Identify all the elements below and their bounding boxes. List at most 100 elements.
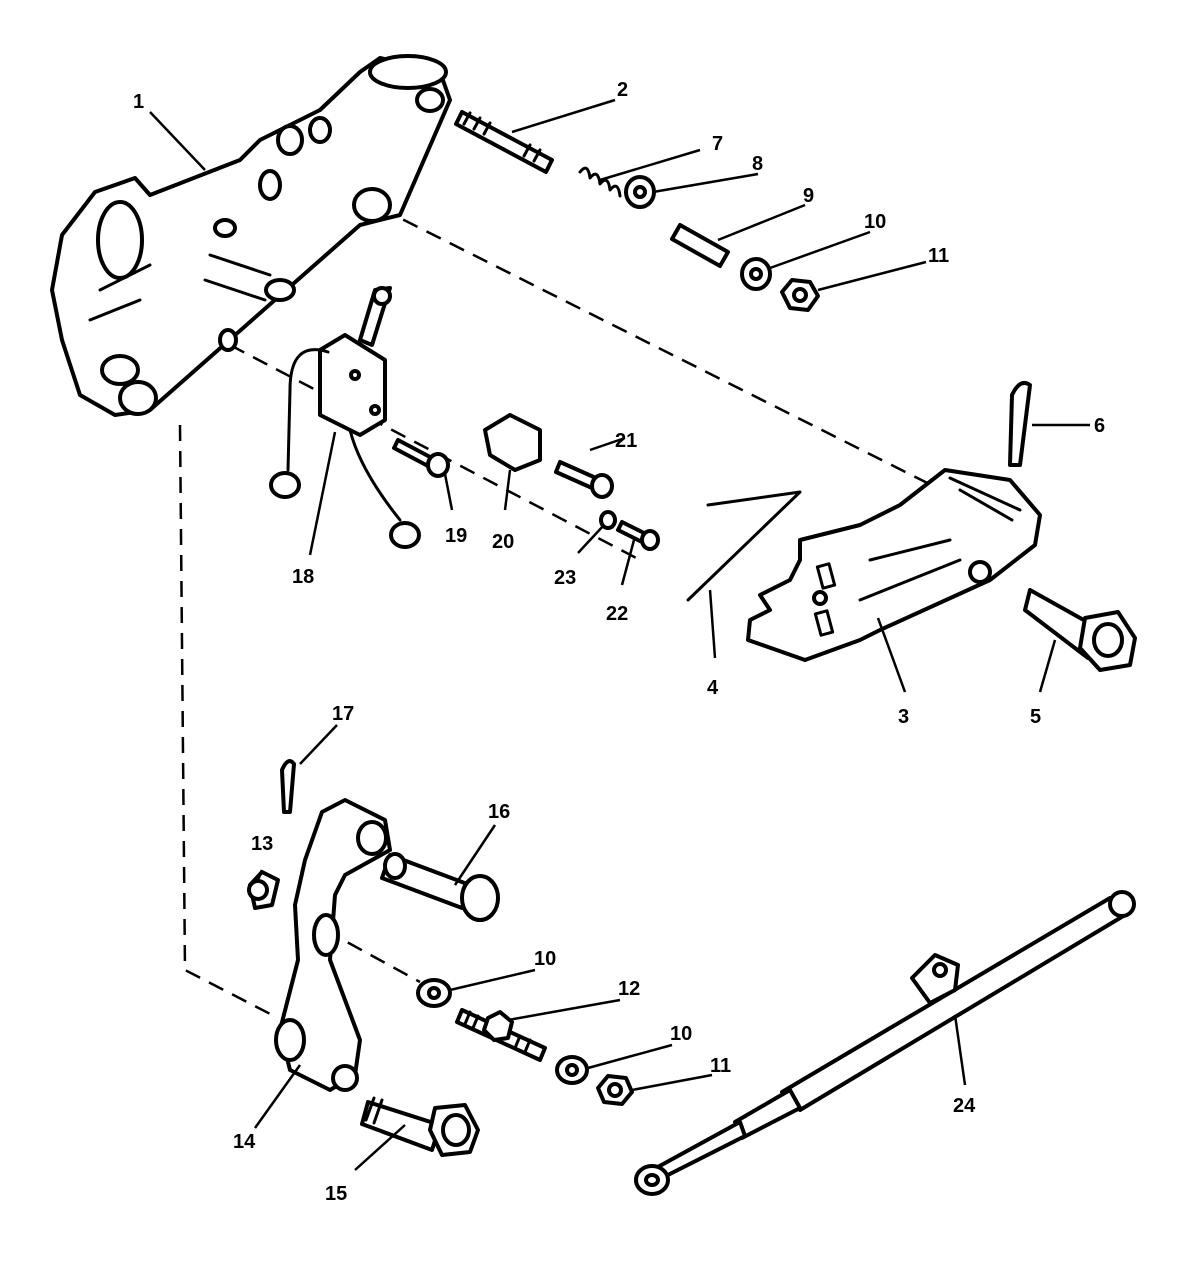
callout-4: 4 [707,677,719,699]
bolt-threads [364,1096,384,1125]
bracket-pin [258,169,282,201]
part-13-clip [247,870,280,910]
lever-slot-2 [813,609,835,637]
callout-10-top: 10 [864,211,886,233]
alignment-line-bracket-to-link [178,424,279,1020]
bracket-hole-small [213,218,237,238]
rod-end-cap [1108,890,1136,918]
part-7-spring [578,166,622,198]
stud-threads [462,111,542,163]
bracket-hole-top [415,87,445,113]
switch-body [318,333,387,437]
part-11-nut-lower [596,1074,634,1106]
lever-hole [812,590,828,606]
bracket-hole-bottom [118,380,158,416]
part-24-long-rod [634,890,1136,1196]
part-15-bolt [360,1096,480,1157]
callout-5: 5 [1030,706,1041,728]
bracket-outline [50,56,452,417]
part-1-bracket [50,54,452,417]
part-5-bolt [1023,588,1137,672]
callout-10-middle: 10 [534,948,556,970]
bracket-hole-stud [264,278,296,302]
callout-21: 21 [615,430,637,452]
part-3-lever [746,468,1042,662]
link-arm-hole-top [356,820,388,856]
callout-9: 9 [803,185,814,207]
rod-tube [780,896,1132,1112]
part-21-screw [554,460,614,499]
switch-screw-hole-2 [369,404,381,416]
callout-13: 13 [251,833,273,855]
rod-eye-hole [644,1173,660,1187]
callout-2: 2 [617,79,628,101]
callout-14: 14 [233,1131,256,1153]
callout-23: 23 [554,567,576,589]
callout-6: 6 [1094,415,1105,437]
callout-24: 24 [953,1095,976,1117]
callout-22: 22 [606,603,628,625]
part-12-threaded-rod [455,1008,547,1062]
alignment-line-bracket-to-lever [379,206,1006,524]
part-10-washer-top [740,257,772,291]
link-arm-slot [312,913,340,957]
part-4-rod [686,490,802,602]
part-6-cotter-pin [1008,381,1032,467]
part-22-screw [616,520,660,551]
bracket-slot-left [96,200,144,280]
part-14-link-arm [274,798,392,1092]
callout-11-lower: 11 [710,1055,731,1077]
part-20-clip [483,413,542,472]
part-17-cotter-pin [280,759,296,814]
switch-screw-hole-1 [349,369,361,381]
bracket-hole-lower [100,354,140,386]
part-9-pin [670,223,730,268]
bracket-webs [88,253,272,322]
link-arm-hole-bottom [331,1064,359,1092]
callout-20: 20 [492,531,514,553]
bracket-hole-right [352,187,392,223]
rod-tab-hole [932,962,948,978]
callout-18: 18 [292,566,314,588]
leader-lines [149,98,1090,1171]
bracket-hole-mid [276,124,304,156]
stud-body [454,110,554,174]
lever-slot-1 [815,562,837,590]
callout-7: 7 [712,133,723,155]
callout-10-lower: 10 [670,1023,692,1045]
link-arm-boss [274,1018,306,1062]
part-10-washer-lower [555,1055,589,1085]
callout-8: 8 [752,153,763,175]
part-8-washer [624,175,656,209]
rod-threads [463,1010,532,1054]
switch-arm-tip [372,286,392,306]
callout-17: 17 [332,703,354,725]
wire-terminal-1 [269,471,301,499]
wire-terminal-2 [389,521,421,549]
lever-pivot [968,560,992,584]
part-10-washer-middle [416,978,452,1008]
part-16-clevis-pin [380,852,500,922]
callout-19: 19 [445,525,467,547]
alignment-lines [178,206,1006,1020]
lever-ribs [858,476,1022,602]
callout-16: 16 [488,801,510,823]
callout-15: 15 [325,1183,347,1205]
callout-3: 3 [898,706,909,728]
switch-wire-2 [348,428,402,522]
callout-labels: 1 2 7 8 9 10 11 6 21 20 19 18 23 22 4 3 … [133,79,1105,1205]
part-2-stud [454,110,554,174]
part-11-nut-top [780,278,820,312]
callout-12: 12 [618,978,640,1000]
alignment-line-link-hardware [324,928,421,984]
callout-11-top: 11 [928,245,949,267]
part-19-screw [392,438,450,478]
part-23-washer [599,510,617,530]
rod-shaft [654,1120,747,1180]
bracket-hole-mid2 [308,116,332,144]
bracket-hole-lower-right [218,328,238,352]
part-18-switch [269,286,421,549]
switch-wire-1 [286,348,330,472]
